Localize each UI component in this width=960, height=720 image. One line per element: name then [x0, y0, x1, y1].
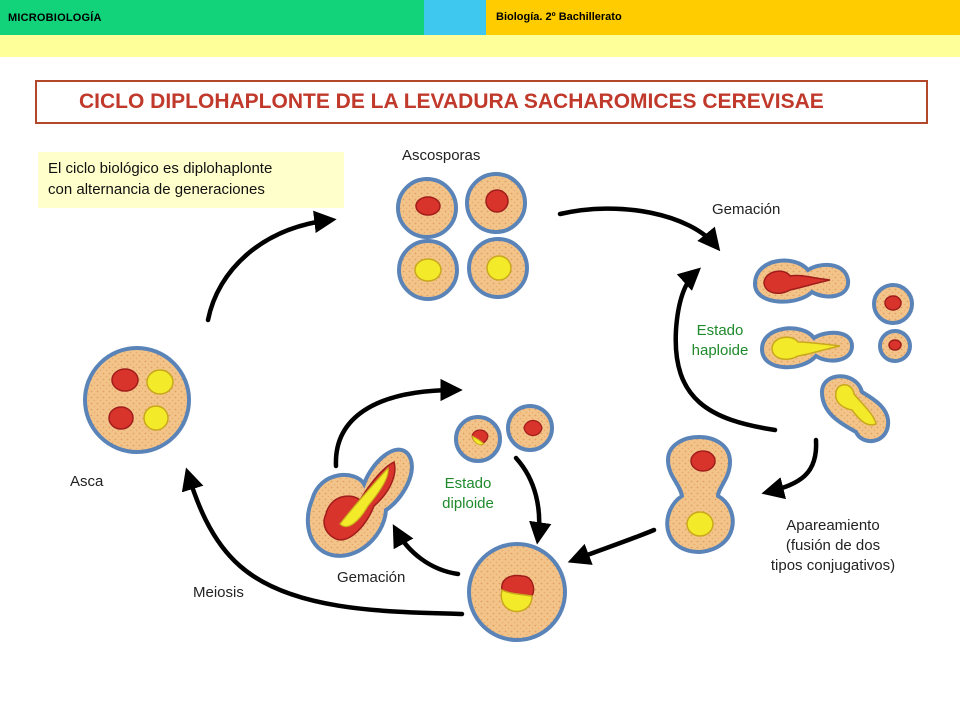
cycle-note: El ciclo biológico es diplohaplonte con …	[38, 152, 344, 208]
header-bar-subject	[0, 0, 424, 35]
arrow-meiosis	[181, 467, 465, 617]
ascospores	[396, 172, 529, 301]
header-course: Biología. 2º Bachillerato	[496, 11, 622, 23]
asca	[83, 346, 191, 454]
label-estado-haploide: Estado haploide	[682, 321, 758, 361]
ascospore-1-nucleus	[415, 196, 441, 216]
arrow-asca-to-ascospores	[205, 210, 337, 323]
label-apareamiento-line-3: tipos conjugativos)	[770, 557, 896, 574]
ascospore-4-nucleus	[486, 255, 512, 281]
ascospore-3-nucleus	[414, 258, 442, 282]
haploid-cell-yellow-chain-nucleus	[834, 384, 877, 426]
label-estado-diploide-line-1: Estado	[444, 475, 492, 492]
title-box: CICLO DIPLOHAPLONTE DE LA LEVADURA SACHA…	[35, 80, 928, 124]
diploid-small-cells	[454, 404, 554, 463]
arrow-ascospores-to-gemacion	[557, 206, 721, 252]
zygote-nucleus-red	[690, 450, 716, 472]
cycle-note-line-1: El ciclo biológico es diplohaplonte	[48, 160, 273, 177]
diploid-budding-nucleus-yellow	[339, 466, 389, 528]
arrow-budding-cycle	[333, 378, 463, 469]
arrow-haploid-cycle	[673, 267, 778, 433]
label-gemacion-top: Gemación	[712, 201, 781, 218]
zygote-cell	[665, 435, 735, 555]
asca-nucleus-4	[143, 405, 169, 431]
label-estado-diploide: Estado diploide	[428, 474, 508, 514]
diploid-small-cell-1-nucleus-yellow	[471, 435, 485, 446]
haploid-cell-yellow-nucleus	[771, 336, 841, 361]
cycle-note-line-2: con alternancia de generaciones	[48, 181, 265, 198]
label-estado-haploide-line-1: Estado	[696, 322, 744, 339]
label-gemacion-bottom: Gemación	[337, 569, 406, 586]
asca-body	[83, 346, 191, 454]
asca-nucleus-1	[111, 368, 139, 392]
haploid-budding-cells	[752, 258, 914, 443]
haploid-cell-small-2-nucleus	[888, 339, 902, 351]
arrow-to-mating	[761, 437, 819, 500]
page-title: CICLO DIPLOHAPLONTE DE LA LEVADURA SACHA…	[79, 90, 824, 113]
mating-zygote	[665, 435, 735, 555]
zygote-nucleus-yellow	[686, 511, 714, 537]
cycle-arrows	[181, 206, 819, 617]
label-apareamiento: Apareamiento (fusión de dos tipos conjug…	[752, 516, 914, 576]
haploid-cell-red-nucleus	[763, 270, 831, 295]
label-apareamiento-line-1: Apareamiento	[786, 517, 880, 534]
label-asca: Asca	[70, 473, 104, 490]
arrow-diploid-to-budding	[392, 524, 461, 577]
header-sub-bar	[0, 35, 960, 57]
label-ascosporas: Ascosporas	[402, 147, 481, 164]
label-meiosis: Meiosis	[193, 584, 244, 601]
header-bar-course	[486, 0, 960, 35]
arrow-mating-to-diploid	[567, 527, 657, 565]
asca-nucleus-2	[146, 369, 174, 395]
diploid-small-cell-2-nucleus	[523, 419, 543, 437]
label-apareamiento-line-2: (fusión de dos	[785, 537, 881, 554]
header-bar-accent	[424, 0, 486, 35]
haploid-cell-small-1-nucleus	[884, 295, 902, 311]
header-subject: MICROBIOLOGÍA	[8, 12, 102, 24]
label-estado-diploide-line-2: diploide	[442, 495, 494, 512]
asca-nucleus-3	[108, 406, 134, 430]
diploid-budding-cell	[305, 447, 414, 558]
diploid-nucleus-yellow	[500, 588, 533, 613]
diploid-cell	[467, 542, 567, 642]
label-estado-haploide-line-2: haploide	[691, 342, 749, 359]
arrow-small-to-diploid	[513, 455, 552, 545]
ascospore-2-nucleus	[485, 189, 509, 213]
